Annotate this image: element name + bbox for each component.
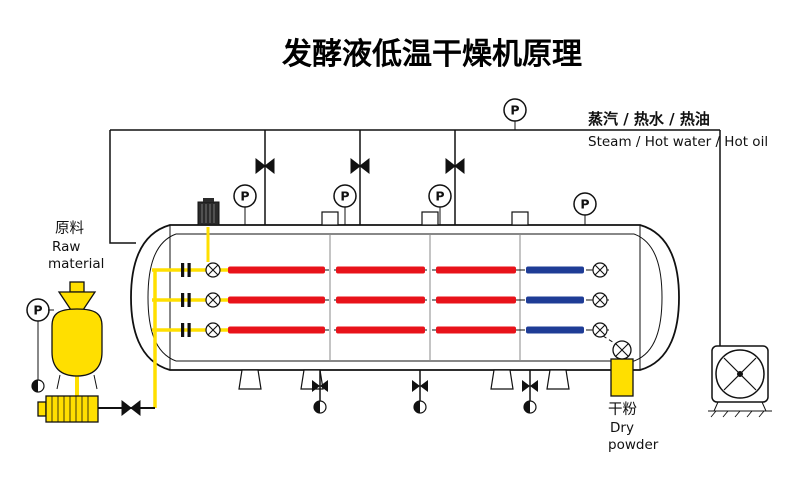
pressure-gauge — [26, 298, 50, 322]
steam-label-cn: 蒸汽 / 热水 / 热油 — [588, 110, 710, 128]
internal-plates — [329, 234, 521, 361]
raw-material-label-en2: material — [48, 256, 104, 272]
tank-body — [51, 308, 103, 377]
steam-label-en: Steam / Hot water / Hot oil — [588, 134, 768, 150]
drum-top-stub — [321, 211, 339, 226]
drum-leg — [546, 369, 570, 390]
raw-material-tank — [31, 281, 103, 393]
leader-line — [602, 335, 617, 345]
dry-powder-label-en2: powder — [608, 437, 659, 453]
pressure-gauge — [333, 184, 357, 208]
dry-powder-label-en1: Dry — [610, 420, 634, 436]
fan-base — [708, 401, 772, 412]
valve-icon — [121, 400, 141, 416]
powder-chute — [610, 358, 634, 397]
page-title: 发酵液低温干燥机原理 — [281, 37, 582, 72]
pressure-gauge — [503, 98, 527, 122]
rotary-valve-cross — [615, 343, 629, 357]
drum-inner-cap-left — [147, 233, 177, 362]
exhaust-fan — [708, 345, 772, 418]
drum-inner-cap-right — [633, 233, 663, 362]
drum-top-stub — [511, 211, 529, 226]
drive-motor — [197, 198, 220, 262]
funnel-stub — [69, 281, 85, 293]
steam-piping — [109, 121, 721, 346]
pump-ribs — [51, 396, 89, 422]
raw-material-label-cn: 原料 — [55, 220, 84, 237]
drum-top-stub — [421, 211, 439, 226]
raw-material-label-en1: Raw — [52, 239, 80, 255]
pump-body — [45, 395, 99, 423]
drum-tangent-lines — [169, 225, 641, 370]
powder-discharge — [602, 335, 634, 397]
drum-inner-wall — [176, 233, 634, 362]
ground-hatch — [710, 410, 765, 418]
feed-circuit — [75, 270, 157, 416]
dry-powder-label-cn: 干粉 — [608, 401, 637, 418]
drain-valve-assembly — [521, 369, 539, 414]
drain-valve-assembly — [411, 369, 429, 414]
pressure-gauge — [573, 192, 597, 216]
tank-legs — [56, 374, 98, 390]
drum-leg — [490, 369, 514, 390]
pump-end-cap — [37, 401, 47, 417]
feed-pump — [37, 395, 99, 423]
drying-drum — [130, 211, 680, 371]
drum-leg — [238, 369, 262, 390]
pressure-gauge — [428, 184, 452, 208]
fan-hub — [737, 371, 743, 377]
drain-dot-fill — [32, 380, 38, 392]
gauge-stems — [244, 121, 586, 226]
pressure-gauge — [233, 184, 257, 208]
tank-gauge-lines — [37, 309, 54, 380]
feed-funnel — [57, 291, 97, 311]
pipe-left-drop — [109, 130, 136, 244]
